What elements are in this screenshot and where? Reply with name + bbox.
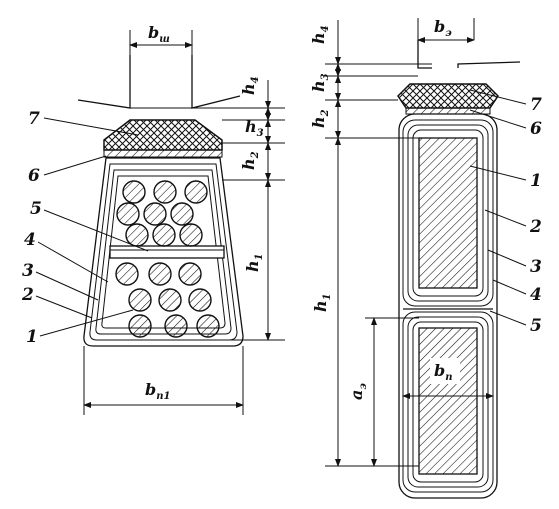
label-b-e: bэ [434,17,452,39]
label-b-slot-opening: bш [148,23,170,45]
right-conductor-lower [418,327,478,475]
callout-left-7: 7 [28,109,40,129]
label-h3-left: h3 [245,117,264,139]
right-conductor-upper [418,137,478,289]
callout-right-4: 4 [530,285,542,305]
left-slot-outline [77,55,241,109]
callout-right-1: 1 [530,171,542,191]
label-h1-right: h1 [311,293,333,312]
label-h4-left: h4 [239,76,261,95]
label-a-e: aэ [347,383,369,400]
left-gasket [103,149,223,158]
left-conductors [115,180,220,338]
callout-right-2: 2 [529,217,542,237]
right-gasket [405,107,491,115]
right-slot: bэ h4 h3 h2 h1 aэ bп [309,17,542,499]
label-h2-left: h2 [239,151,261,170]
callout-right-6: 6 [530,119,542,139]
right-leaders [469,89,527,326]
right-slot-opening [417,40,521,69]
label-h3-right: h3 [309,73,331,92]
callout-left-2: 2 [21,285,34,305]
callout-left-5: 5 [30,199,42,219]
left-slot: bш h4 h3 h2 h1 bп1 7 6 5 [21,23,285,415]
label-b-p1: bп1 [145,380,170,402]
callout-right-5: 5 [530,316,542,336]
label-h2-right: h2 [309,109,331,128]
callout-left-3: 3 [22,261,34,281]
callout-left-4: 4 [24,230,36,250]
left-leaders [35,117,149,337]
callout-right-3: 3 [530,257,542,277]
callout-left-1: 1 [26,327,38,347]
label-h4-right: h4 [309,25,331,44]
callout-right-7: 7 [530,95,542,115]
left-spacer [109,245,225,259]
label-h1-left: h1 [243,253,265,272]
right-slot-wall [398,113,498,499]
callout-left-6: 6 [28,166,40,186]
left-slot-wall [83,157,244,347]
right-wedge [397,83,499,109]
label-b-p: bп [434,361,452,383]
left-wedge [103,119,223,151]
